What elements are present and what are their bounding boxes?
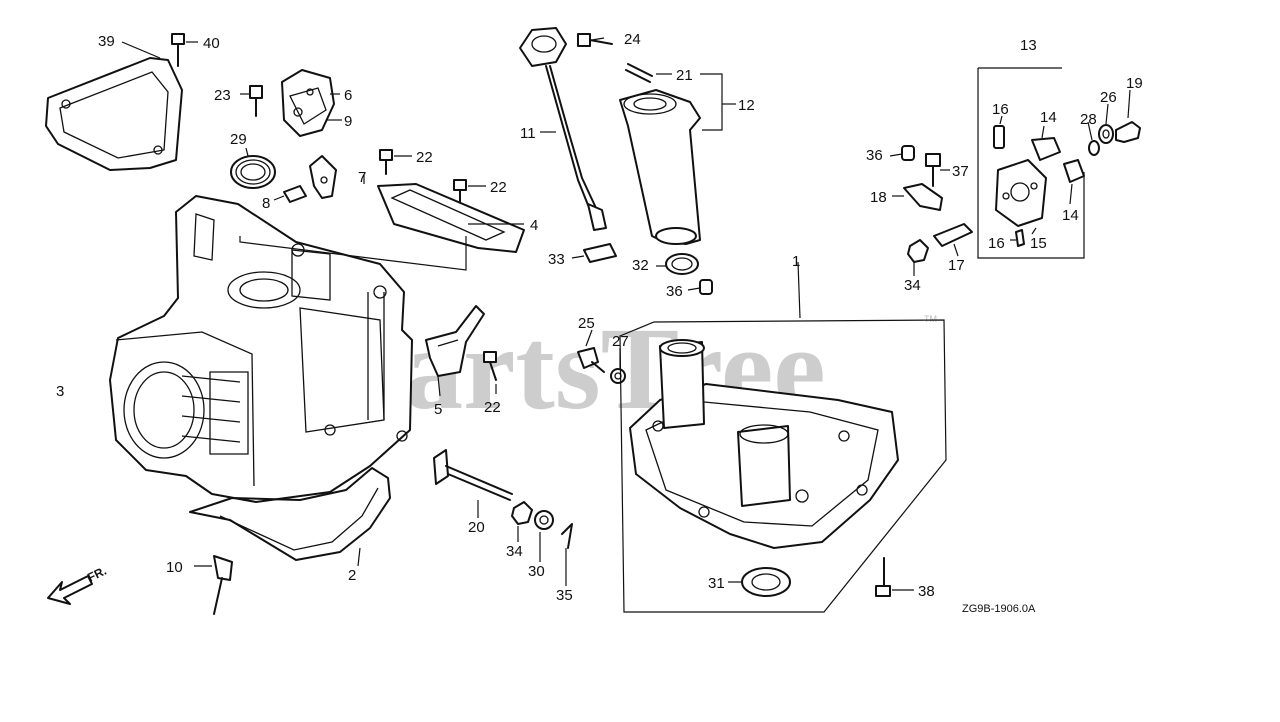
callout-36-lower: 36 — [666, 283, 683, 300]
callout-6: 6 — [344, 87, 352, 104]
part-22-bolt-lower[interactable] — [483, 351, 497, 381]
part-30-seal[interactable] — [534, 510, 554, 530]
diagram-code: ZG9B-1906.0A — [962, 603, 1036, 615]
part-11-dipstick[interactable] — [519, 27, 607, 231]
callout-36-upper: 36 — [866, 147, 883, 164]
callout-19: 19 — [1126, 75, 1143, 92]
callout-25: 25 — [578, 315, 595, 332]
part-1-crankcase-cover[interactable] — [619, 319, 947, 613]
part-39-bracket[interactable] — [45, 57, 183, 171]
part-12-filler-tube[interactable] — [619, 89, 701, 245]
callout-32: 32 — [632, 257, 649, 274]
part-3-cylinder-block[interactable] — [109, 195, 413, 503]
part-23-screw[interactable] — [249, 85, 263, 117]
part-19-bolt[interactable] — [1115, 121, 1141, 143]
part-34-nut[interactable] — [511, 501, 533, 525]
part-40-bolt[interactable] — [171, 33, 185, 67]
callout-28: 28 — [1080, 111, 1097, 128]
callout-9: 9 — [344, 113, 352, 130]
callout-14-lower: 14 — [1062, 207, 1079, 224]
callout-18: 18 — [870, 189, 887, 206]
callout-17: 17 — [948, 257, 965, 274]
part-31-oil-seal[interactable] — [741, 567, 791, 597]
part-36-sleeve-lower[interactable] — [699, 279, 713, 295]
part-22-bolt-upper[interactable] — [379, 149, 393, 175]
callout-33: 33 — [548, 251, 565, 268]
watermark-trademark: TM — [924, 314, 937, 324]
callout-2: 2 — [348, 567, 356, 584]
callout-22-middle: 22 — [490, 179, 507, 196]
callout-37: 37 — [952, 163, 969, 180]
callout-27: 27 — [612, 333, 629, 350]
callout-7: 7 — [358, 169, 366, 186]
part-29-oil-seal[interactable] — [230, 155, 276, 189]
callout-14-upper: 14 — [1040, 109, 1057, 126]
callout-16-upper: 16 — [992, 101, 1009, 118]
callout-38: 38 — [918, 583, 935, 600]
part-32-o-ring[interactable] — [665, 253, 699, 275]
part-21-pin[interactable] — [625, 63, 653, 83]
part-18-arm[interactable] — [903, 183, 943, 211]
part-36-sleeve-upper[interactable] — [901, 145, 915, 161]
part-35-pin[interactable] — [561, 523, 573, 549]
callout-15: 15 — [1030, 235, 1047, 252]
part-24-bolt[interactable] — [577, 33, 613, 47]
part-13-governor-assembly[interactable] — [977, 67, 1085, 259]
part-28-clip[interactable] — [1088, 140, 1100, 156]
callout-34-left: 34 — [506, 543, 523, 560]
callout-11: 11 — [520, 125, 536, 142]
part-20-rod[interactable] — [433, 449, 513, 501]
part-37-bolt[interactable] — [925, 153, 941, 187]
part-4-plate[interactable] — [377, 183, 525, 253]
callout-12: 12 — [738, 97, 755, 114]
part-10-lever[interactable] — [213, 555, 233, 615]
callout-22-lower: 22 — [484, 399, 501, 416]
callout-8: 8 — [262, 195, 270, 212]
front-direction-label: FR. — [85, 564, 109, 585]
part-7-lever[interactable] — [309, 155, 337, 199]
part-5-bracket[interactable] — [425, 305, 485, 377]
callout-30: 30 — [528, 563, 545, 580]
callout-13: 13 — [1020, 37, 1037, 54]
part-25-bolt[interactable] — [577, 347, 605, 373]
part-38-bolt[interactable] — [875, 557, 891, 597]
part-34-nut-right[interactable] — [907, 239, 929, 263]
callout-1: 1 — [792, 253, 800, 270]
part-26-washer[interactable] — [1098, 124, 1114, 144]
callout-26: 26 — [1100, 89, 1117, 106]
callout-23: 23 — [214, 87, 231, 104]
front-direction-arrow: FR. — [47, 564, 109, 605]
callout-22-upper: 22 — [416, 149, 433, 166]
part-2-gasket[interactable] — [189, 467, 391, 561]
callout-labels: 39 40 23 6 9 29 8 7 22 22 4 3 5 22 20 34… — [56, 31, 1143, 615]
callout-20: 20 — [468, 519, 485, 536]
callout-10: 10 — [166, 559, 183, 576]
part-6-9-cover[interactable] — [281, 69, 335, 137]
leader-lines — [121, 37, 1131, 591]
part-33-gasket[interactable] — [583, 243, 617, 263]
callout-5: 5 — [434, 401, 442, 418]
callout-39: 39 — [98, 33, 115, 50]
callout-34-right: 34 — [904, 277, 921, 294]
part-27-washer[interactable] — [610, 368, 626, 384]
part-8-clip[interactable] — [283, 185, 307, 203]
callout-24: 24 — [624, 31, 641, 48]
callout-31: 31 — [708, 575, 725, 592]
callout-21: 21 — [676, 67, 693, 84]
callout-4: 4 — [530, 217, 538, 234]
part-17-shaft[interactable] — [933, 223, 973, 247]
callout-40: 40 — [203, 35, 220, 52]
callout-16-lower: 16 — [988, 235, 1005, 252]
callout-3: 3 — [56, 383, 64, 400]
callout-35: 35 — [556, 587, 573, 604]
callout-29: 29 — [230, 131, 247, 148]
